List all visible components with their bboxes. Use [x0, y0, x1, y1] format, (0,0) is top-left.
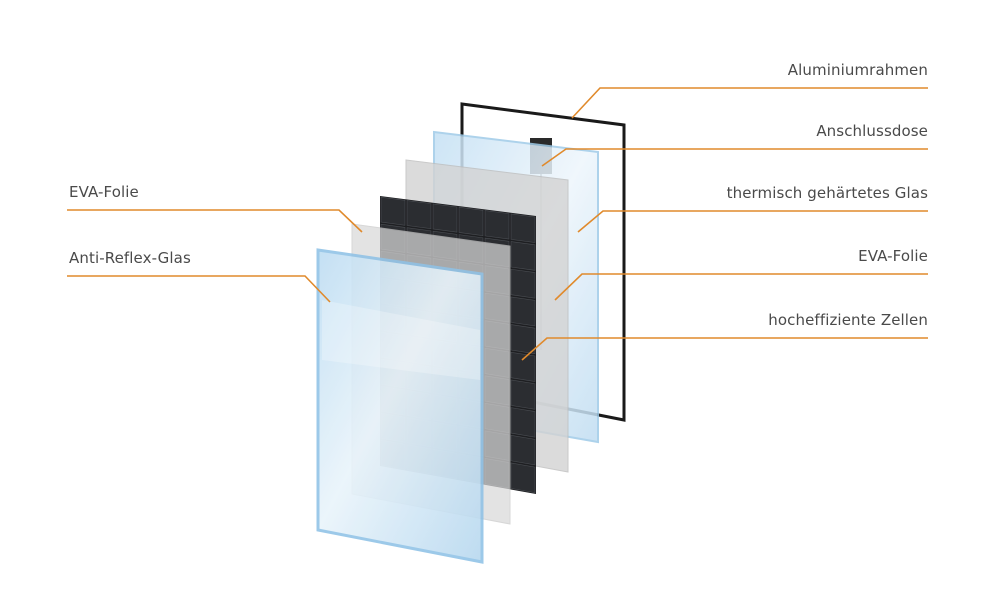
solar-cell	[510, 296, 536, 327]
label-thermisch-gehaertetes-glas: thermisch gehärtetes Glas	[726, 184, 928, 202]
solar-cell	[510, 241, 536, 271]
leader-aluminiumrahmen	[571, 87, 928, 119]
solar-cell	[510, 351, 536, 382]
solar-cell	[484, 210, 510, 240]
label-hocheffiziente-zellen: hocheffiziente Zellen	[768, 311, 928, 329]
leader-lines	[67, 87, 928, 361]
anti-reflex-glass-layer	[316, 248, 484, 564]
solar-cell	[510, 324, 536, 355]
solar-cell	[406, 200, 432, 230]
leader-anti-reflex-glas	[67, 275, 331, 303]
leader-hocheffiziente-zellen	[521, 337, 928, 361]
leader-eva-folie-right	[554, 273, 928, 301]
label-aluminiumrahmen: Aluminiumrahmen	[787, 61, 928, 79]
leader-eva-folie-left	[67, 209, 363, 233]
solar-cell	[510, 379, 536, 410]
solar-cell	[510, 462, 536, 494]
solar-cell	[510, 434, 536, 466]
leader-thermisch-glas	[577, 210, 928, 233]
solar-cell	[458, 206, 484, 236]
solar-cell	[510, 213, 536, 243]
solar-cell	[432, 203, 458, 233]
label-anschlussdose: Anschlussdose	[816, 122, 928, 140]
leader-anschlussdose	[541, 148, 928, 167]
label-eva-folie-right: EVA-Folie	[858, 247, 928, 265]
solar-cell	[510, 407, 536, 438]
solar-cell	[510, 268, 536, 299]
label-eva-folie-left: EVA-Folie	[69, 183, 139, 201]
label-anti-reflex-glas: Anti-Reflex-Glas	[69, 249, 191, 267]
solar-cell	[380, 196, 406, 226]
